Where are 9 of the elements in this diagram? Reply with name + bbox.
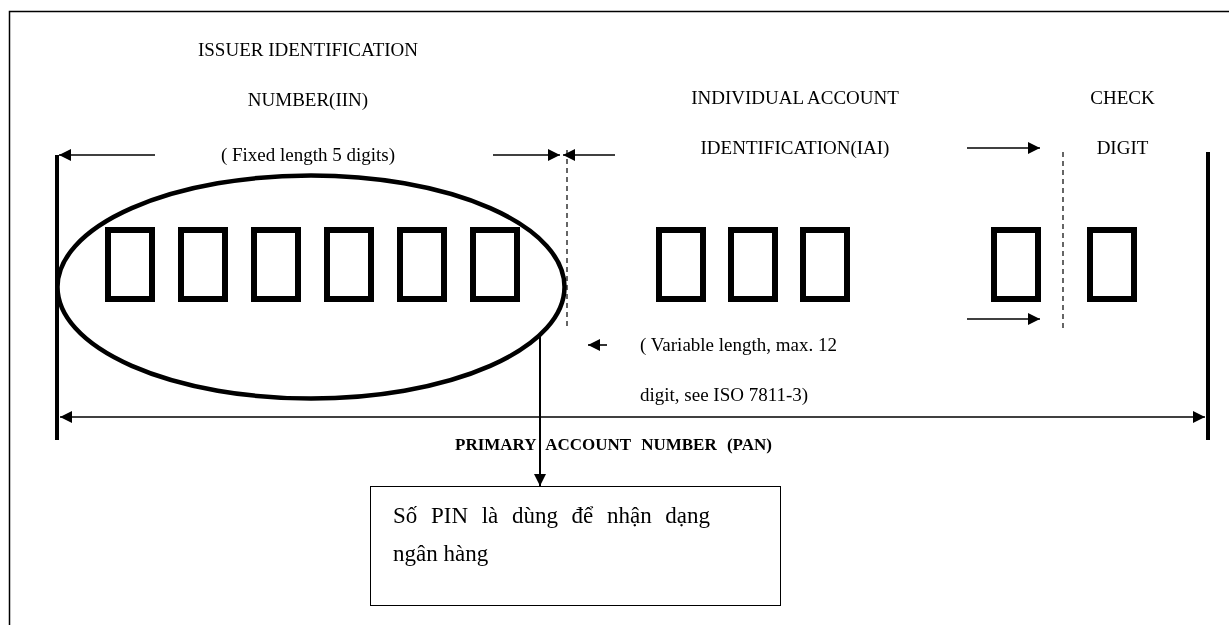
note-box (370, 486, 781, 606)
length-note: ( Variable length, max. 12 digit, see ISO 7811-3) (640, 333, 838, 407)
total-label: PRIMARY ACCOUNT NUMBER (PAN) (455, 434, 773, 456)
arrow (534, 333, 546, 487)
section-heading: CHECK DIGIT (1089, 86, 1156, 160)
section-heading: ISSUER IDENTIFICATION NUMBER(IIN) (196, 38, 420, 112)
section-heading: INDIVIDUAL ACCOUNT IDENTIFICATION(IAI) (690, 86, 900, 160)
length-note: ( Fixed length 5 digits) (219, 143, 397, 167)
note-text: Số PIN là dùng để nhận dạng ngân hàng (393, 502, 710, 568)
